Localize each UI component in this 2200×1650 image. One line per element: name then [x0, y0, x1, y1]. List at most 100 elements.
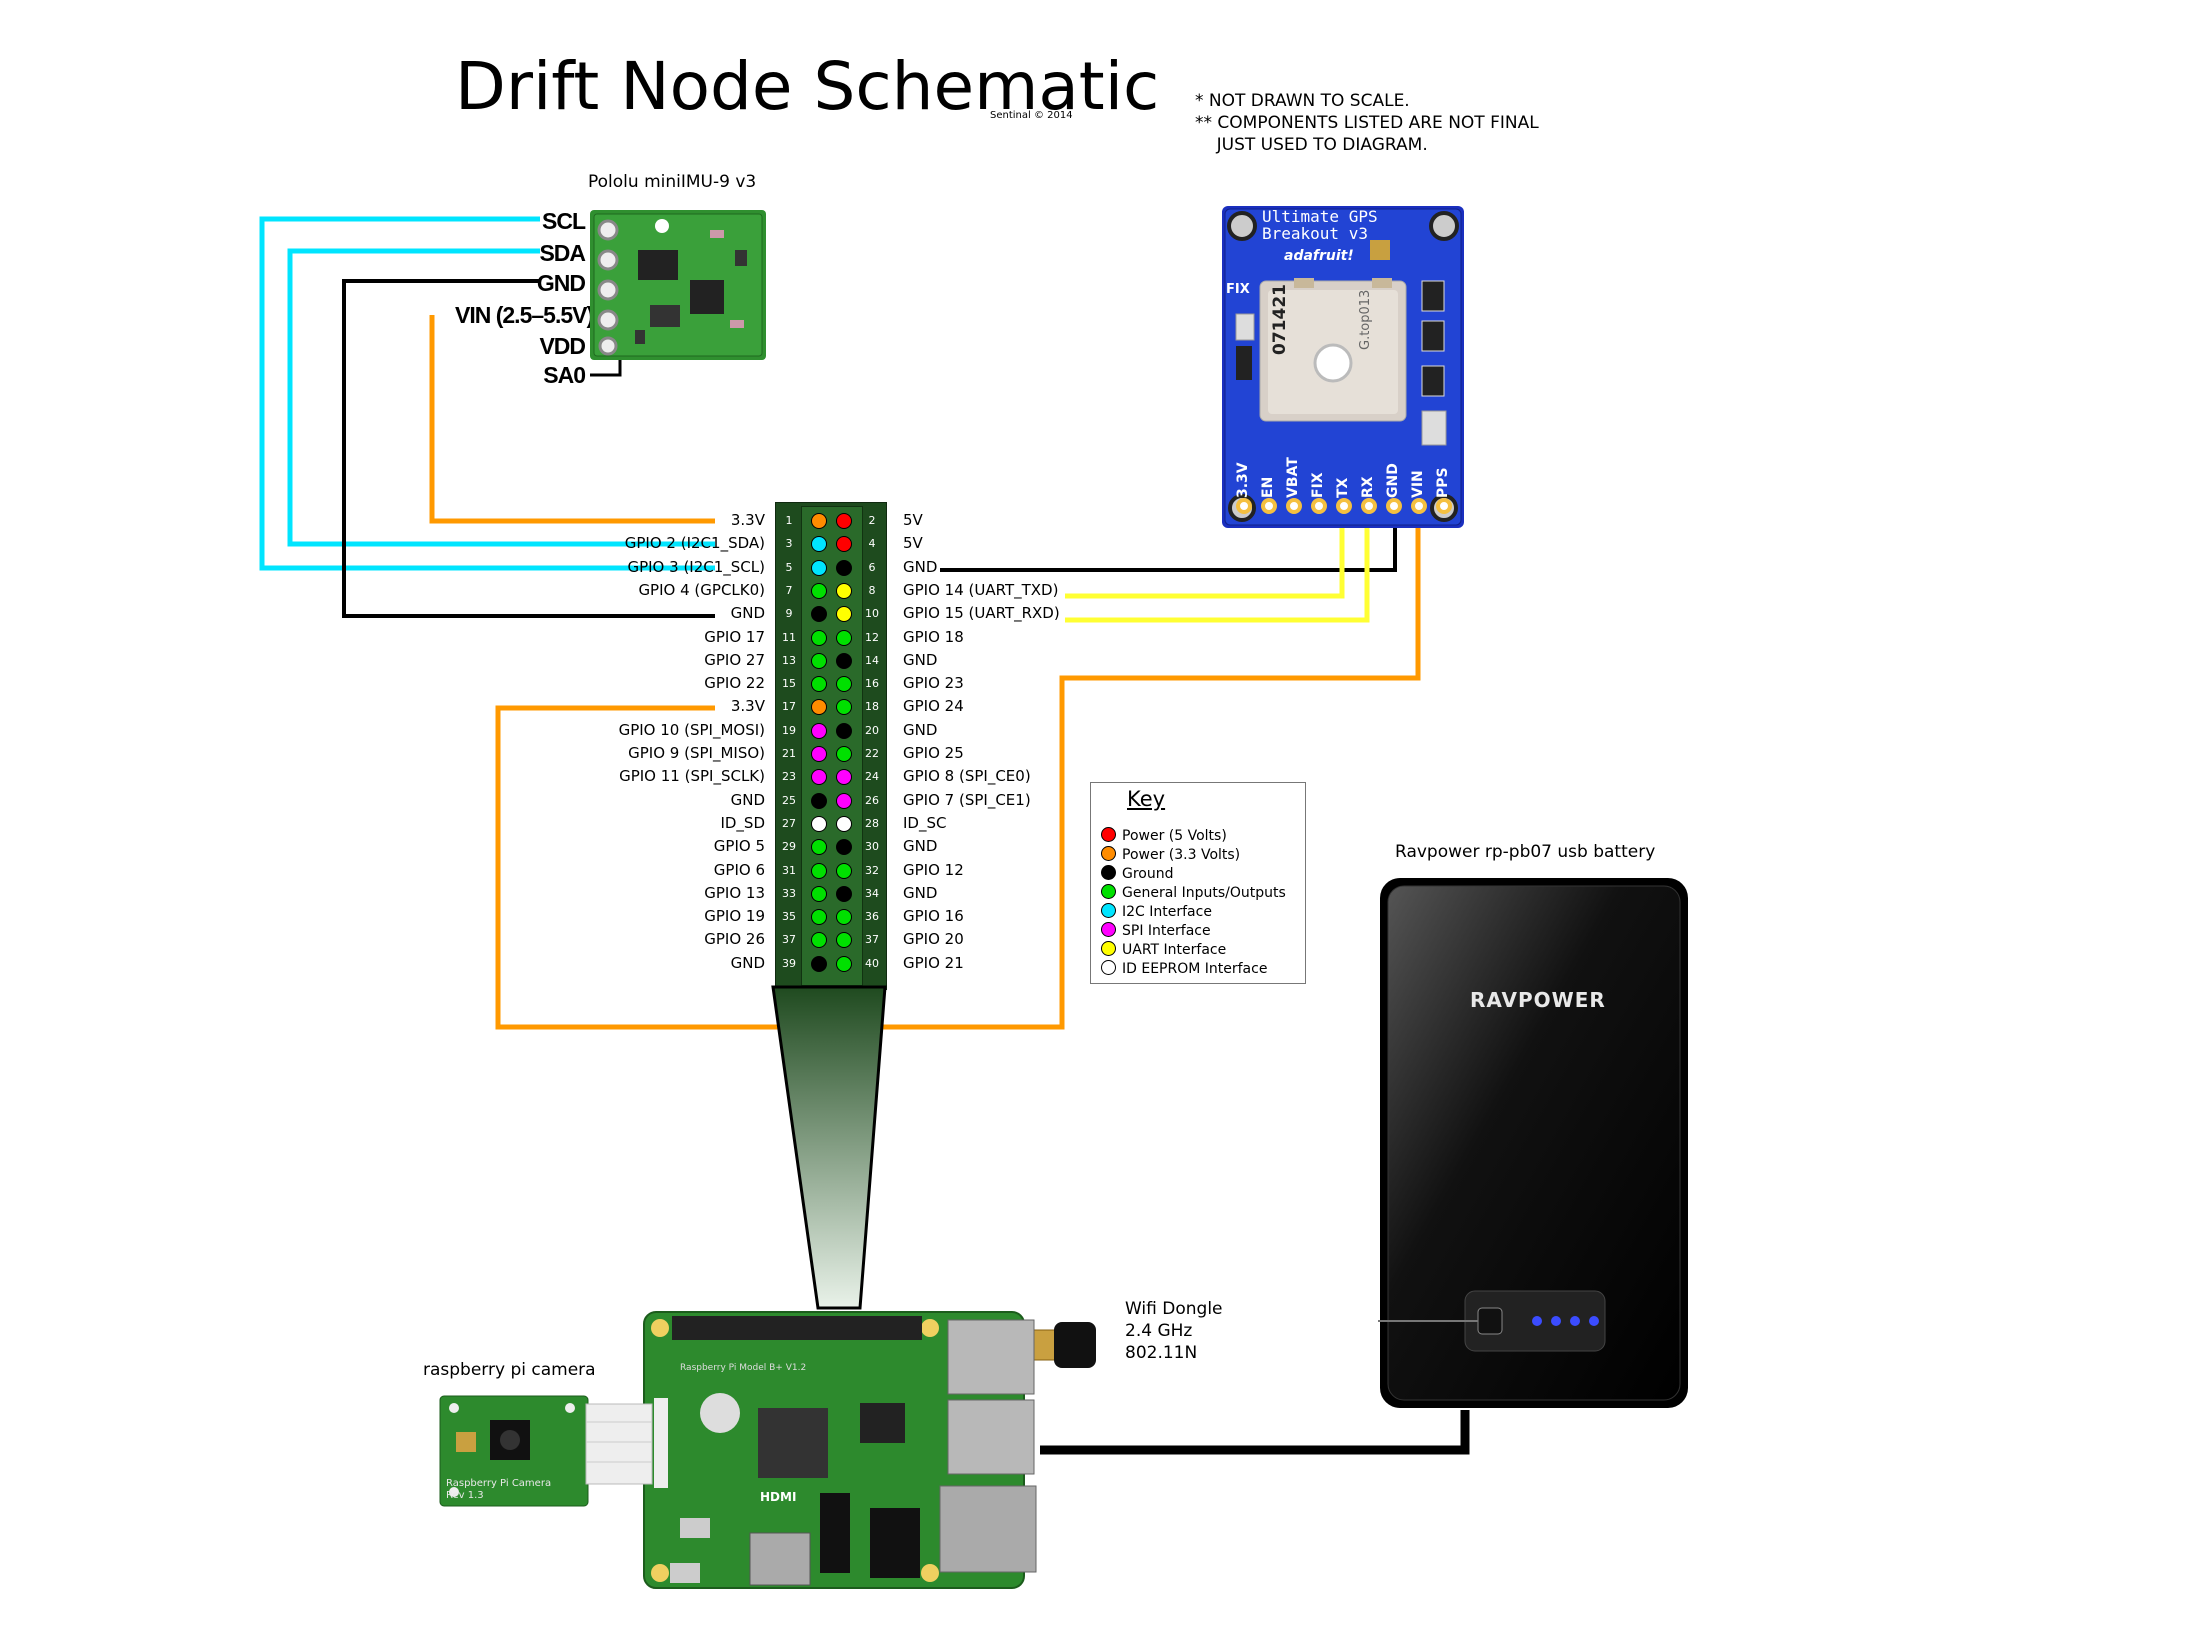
- legend-swatch: [1101, 903, 1116, 918]
- gpio-pin-dot: [836, 862, 852, 879]
- gps-module-name: G.top013: [1358, 289, 1373, 350]
- gps-pin-label: PPS: [1435, 467, 1451, 498]
- credit-text: Sentinal © 2014: [990, 110, 1073, 121]
- gpio-pin-number: 26: [865, 793, 879, 807]
- gpio-pin-number: 34: [865, 886, 879, 900]
- battery-pack: [1378, 878, 1688, 1408]
- imu-pin-scl: SCL: [542, 208, 586, 234]
- gpio-pin-dot: [836, 746, 852, 762]
- gpio-pin-label: GPIO 2 (I2C1_SDA): [624, 534, 765, 553]
- gpio-pin-number: 32: [865, 863, 879, 877]
- gpio-pin-dot: [836, 792, 852, 809]
- imu-pin-vdd: VDD: [539, 333, 586, 359]
- gpio-pin-dot: [836, 652, 852, 669]
- legend-label: Ground: [1122, 866, 1174, 882]
- gps-module-id: 071421: [1270, 284, 1290, 355]
- gpio-pin-dot: [811, 955, 827, 972]
- gpio-pin-label: GND: [903, 650, 938, 669]
- imu-pin-vin: VIN (2.5–5.5V): [455, 302, 594, 328]
- gpio-pin-dot: [811, 769, 827, 786]
- gpio-pin-number: 19: [782, 723, 796, 737]
- battery-label: Ravpower rp-pb07 usb battery: [1395, 842, 1656, 862]
- gpio-pin-number: 25: [782, 793, 796, 807]
- gpio-pin-dot: [836, 676, 852, 693]
- gpio-pin-number: 36: [865, 910, 879, 924]
- gpio-pin-dot: [836, 699, 852, 716]
- gpio-pin-label: GPIO 24: [903, 697, 964, 716]
- legend-swatch: [1101, 884, 1116, 899]
- gps-board-title-line2: Breakout v3: [1262, 224, 1368, 243]
- gpio-pin-label: GPIO 4 (GPCLK0): [638, 580, 765, 599]
- gps-pin-label: TX: [1335, 477, 1351, 498]
- battery-brand: RAVPOWER: [1470, 988, 1606, 1012]
- gpio-pin-dot: [836, 606, 852, 623]
- gpio-pin-dot: [811, 629, 827, 646]
- raspberry-pi-board: [643, 1311, 1037, 1589]
- gpio-pin-number: 22: [865, 747, 879, 760]
- gpio-pin-number: 8: [868, 583, 876, 597]
- gpio-pin-label: GND: [730, 790, 765, 809]
- gpio-pin-dot: [811, 606, 827, 623]
- gpio-pin-number: 13: [782, 653, 796, 667]
- gpio-pin-label: GND: [903, 837, 938, 856]
- gpio-pin-label: GPIO 16: [903, 907, 964, 926]
- gpio-pin-number: 33: [782, 886, 796, 900]
- legend-swatch: [1101, 922, 1116, 937]
- gpio-pin-label: GPIO 26: [704, 930, 765, 949]
- gpio-pin-number: 7: [785, 583, 793, 597]
- legend-title: Key: [1127, 787, 1166, 811]
- gpio-pin-number: 20: [865, 723, 879, 737]
- wifi-label: Wifi Dongle 2.4 GHz 802.11N: [1125, 1298, 1223, 1364]
- gpio-pin-label: GPIO 20: [903, 930, 964, 949]
- gpio-pin-dot: [811, 559, 827, 576]
- legend-item: Power (5 Volts): [1101, 827, 1227, 844]
- legend-label: General Inputs/Outputs: [1122, 885, 1286, 901]
- gpio-pin-label: GND: [903, 720, 938, 739]
- gpio-pin-number: 29: [782, 840, 796, 854]
- gpio-pin-number: 5: [785, 560, 793, 574]
- ribbon-cable: [771, 985, 887, 1310]
- pi-hdmi-label: HDMI: [760, 1490, 797, 1504]
- gpio-pin-dot: [811, 885, 827, 902]
- imu-pin-sda: SDA: [539, 240, 586, 266]
- gpio-pin-label: GPIO 3 (I2C1_SCL): [627, 557, 765, 576]
- legend-label: SPI Interface: [1122, 923, 1211, 939]
- wifi-label-line2: 2.4 GHz: [1125, 1321, 1193, 1341]
- legend-swatch: [1101, 865, 1116, 880]
- wire-imu-vin: [429, 315, 715, 524]
- wire-battery-cable: [1040, 1410, 1470, 1455]
- gpio-pin-number: 14: [865, 653, 879, 667]
- gpio-pin-number: 27: [782, 816, 796, 830]
- gpio-pin-label: GPIO 23: [903, 674, 964, 693]
- gpio-pin-dot: [836, 885, 852, 902]
- legend-item: ID EEPROM Interface: [1101, 960, 1267, 977]
- gpio-pin-number: 37: [865, 933, 879, 947]
- gpio-pin-dot: [836, 955, 852, 972]
- gpio-pin-label: GPIO 5: [713, 837, 765, 856]
- gpio-pin-label: GPIO 27: [704, 650, 765, 669]
- gps-pin-label: RX: [1360, 476, 1376, 498]
- gpio-pin-label: GND: [730, 953, 765, 972]
- gps-pin-label: VIN: [1410, 470, 1426, 498]
- legend-box: Key Power (5 Volts) Power (3.3 Volts) Grou…: [1090, 782, 1306, 984]
- gps-fix-label: FIX: [1226, 282, 1250, 297]
- gpio-pin-dot: [836, 932, 852, 949]
- imu-pin-sa0: SA0: [543, 362, 586, 388]
- gpio-pin-label: GPIO 19: [704, 907, 765, 926]
- legend-item: Power (3.3 Volts): [1101, 846, 1240, 863]
- legend-item: SPI Interface: [1101, 922, 1211, 939]
- gpio-pin-label: 3.3V: [730, 697, 765, 716]
- legend-item: General Inputs/Outputs: [1101, 884, 1286, 901]
- camera-board-text: Raspberry Pi Camera Rev 1.3: [446, 1478, 551, 1502]
- legend-item: UART Interface: [1101, 941, 1226, 958]
- gpio-pin-label: GPIO 17: [704, 627, 765, 646]
- gps-pin-label: GND: [1385, 463, 1401, 498]
- gpio-pin-number: 16: [865, 677, 879, 691]
- gpio-pin-number: 35: [782, 910, 796, 924]
- gpio-pin-dot: [836, 769, 852, 786]
- gpio-pin-dot: [811, 839, 827, 856]
- gpio-pin-number: 23: [782, 770, 796, 784]
- wifi-dongle: [1033, 1322, 1096, 1368]
- gpio-pin-label: GND: [903, 557, 938, 576]
- gpio-pin-label: GPIO 22: [704, 674, 765, 693]
